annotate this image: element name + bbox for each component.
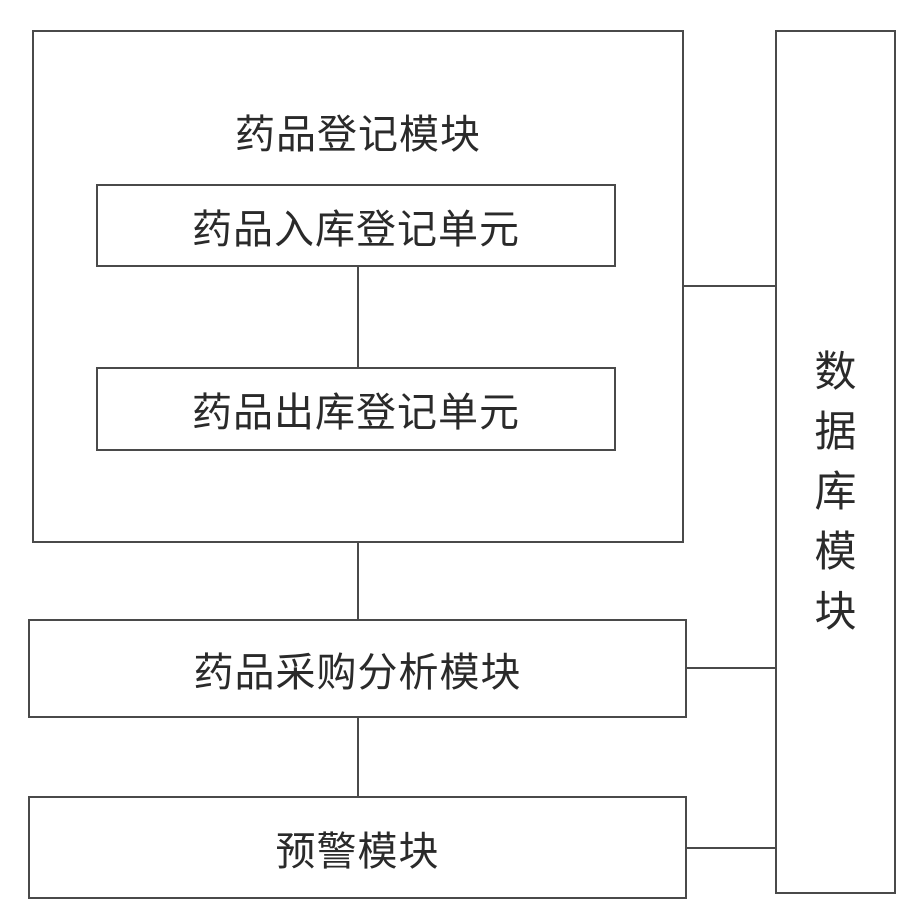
warning-module: 预警模块	[28, 796, 687, 899]
drug-inbound-registration-unit-label: 药品入库登记单元	[98, 186, 614, 265]
drug-registration-module-title: 药品登记模块	[34, 115, 682, 155]
connector-purchase-database	[687, 667, 775, 669]
connector-inbound-outbound	[357, 267, 359, 367]
connector-purchase-warning	[357, 718, 359, 796]
connector-registration-database	[684, 285, 775, 287]
drug-outbound-registration-unit-label: 药品出库登记单元	[98, 369, 614, 449]
drug-inbound-registration-unit: 药品入库登记单元	[96, 184, 616, 267]
database-module-char: 模	[814, 522, 856, 582]
database-module-char: 块	[814, 582, 856, 642]
warning-module-label: 预警模块	[30, 798, 685, 897]
database-module-label: 数 据 库 模 块	[777, 342, 894, 642]
database-module: 数 据 库 模 块	[775, 30, 896, 894]
database-module-char: 数	[814, 342, 856, 402]
drug-purchase-analysis-module: 药品采购分析模块	[28, 619, 687, 718]
database-module-char: 库	[814, 462, 856, 522]
drug-purchase-analysis-module-label: 药品采购分析模块	[30, 621, 685, 716]
database-module-char: 据	[814, 402, 856, 462]
connector-warning-database	[687, 847, 775, 849]
drug-outbound-registration-unit: 药品出库登记单元	[96, 367, 616, 451]
connector-registration-purchase	[357, 543, 359, 619]
